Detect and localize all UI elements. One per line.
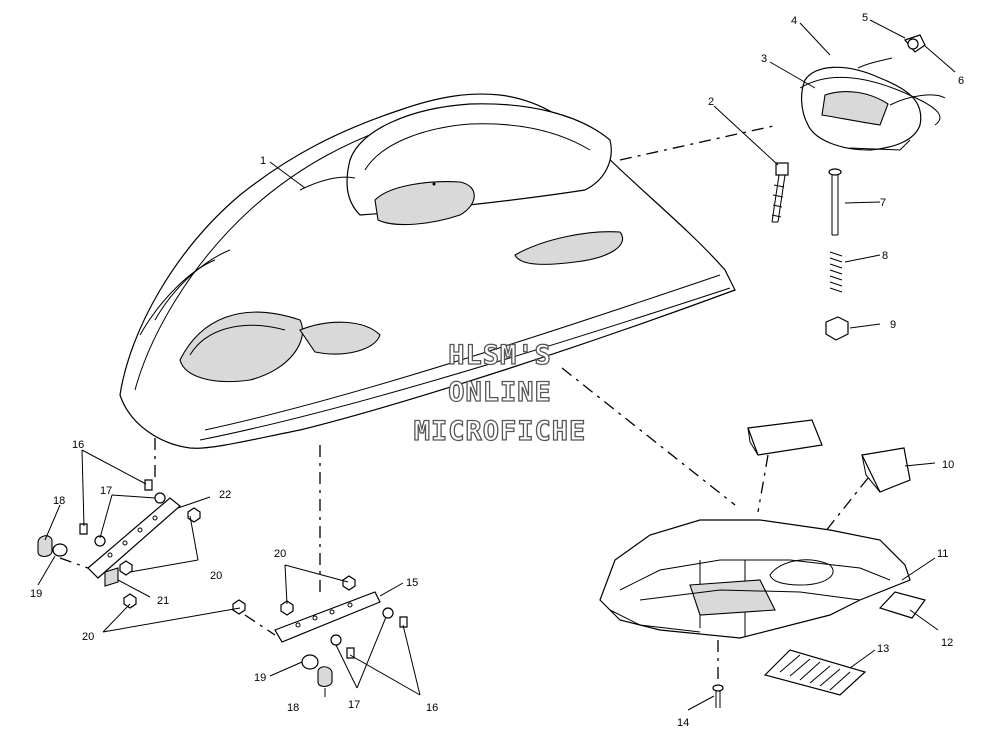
callout-1: 1 — [260, 155, 266, 167]
callout-19b: 19 — [254, 672, 266, 684]
callout-14: 14 — [677, 717, 689, 729]
watermark-line-3: MICROFICHE — [414, 416, 587, 447]
callout-12: 12 — [941, 637, 953, 649]
callout-20b: 20 — [82, 631, 94, 643]
callout-10: 10 — [942, 459, 954, 471]
callout-17a: 17 — [100, 485, 112, 497]
grille-part — [763, 649, 867, 696]
left-hinge — [37, 479, 246, 615]
callout-numbers: 1 2 3 4 5 6 7 8 9 10 11 12 13 14 15 16 1… — [30, 12, 964, 729]
callout-13: 13 — [877, 643, 889, 655]
hood-part — [119, 93, 736, 449]
callout-16b: 16 — [426, 702, 438, 714]
callout-11: 11 — [937, 548, 948, 560]
callout-15: 15 — [406, 577, 418, 589]
screw-part — [712, 684, 724, 708]
assembly-centerlines — [59, 124, 869, 680]
callout-21: 21 — [157, 595, 169, 607]
foam-blocks — [747, 419, 911, 493]
belly-pan — [599, 519, 911, 639]
decal-part — [878, 591, 926, 619]
callout-22: 22 — [219, 489, 231, 501]
watermark-line-2: ONLINE — [448, 377, 552, 408]
callout-17b: 17 — [348, 699, 360, 711]
callout-9: 9 — [890, 319, 896, 331]
callout-20c: 20 — [274, 548, 286, 560]
callout-18b: 18 — [287, 702, 299, 714]
callout-5: 5 — [862, 12, 868, 24]
adjuster-hardware — [771, 162, 849, 341]
callout-6: 6 — [958, 75, 964, 87]
callout-19a: 19 — [30, 588, 42, 600]
callout-8: 8 — [882, 250, 888, 262]
callout-4: 4 — [791, 15, 797, 27]
callout-2: 2 — [708, 96, 714, 108]
right-hinge — [274, 575, 408, 688]
watermark: HLSM'S ONLINE MICROFICHE — [413, 339, 587, 447]
callout-16a: 16 — [72, 439, 84, 451]
watermark-line-1: HLSM'S — [448, 340, 552, 371]
headlight-assembly — [799, 34, 946, 151]
leader-lines — [37, 19, 956, 711]
callout-20a: 20 — [210, 570, 222, 582]
callout-7: 7 — [880, 197, 886, 209]
callout-18a: 18 — [53, 495, 65, 507]
callout-3: 3 — [761, 53, 767, 65]
